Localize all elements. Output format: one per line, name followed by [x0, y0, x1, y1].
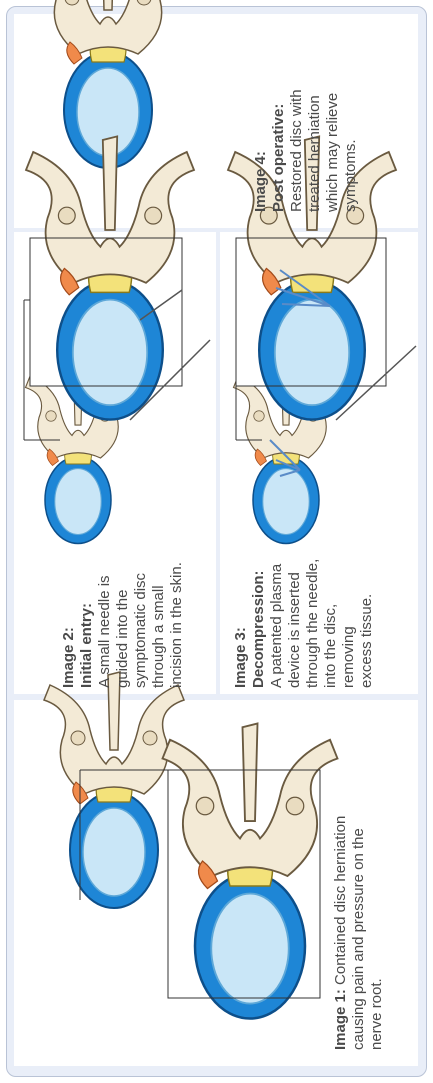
inset-image-2: [26, 136, 194, 419]
caption-3-line-6: excess tissue.: [358, 468, 376, 688]
caption-3-line-1: A patented plasma: [268, 468, 286, 688]
caption-4-line-3: which may relieve: [324, 22, 342, 212]
caption-4-line-1: Restored disc with: [288, 22, 306, 212]
caption-3-line-5: removing: [340, 468, 358, 688]
caption-4-title: Post operative:: [270, 104, 287, 212]
vertebra-image-1-small: [44, 672, 184, 908]
caption-3-title: Decompression:: [250, 570, 267, 688]
caption-3-line-2: device is inserted: [286, 468, 304, 688]
caption-2-line-2: guided into the: [114, 468, 132, 688]
inset-image-1: [163, 724, 338, 1019]
caption-image-2: Image 2: Initial entry: A small needle i…: [60, 468, 186, 688]
caption-2-line-4: through a small: [150, 468, 168, 688]
caption-4-line-4: symptoms.: [342, 22, 360, 212]
caption-1-text: Contained disc herniation: [332, 816, 349, 985]
caption-2-title: Initial entry:: [78, 603, 95, 688]
caption-2-heading: Image 2:: [60, 627, 77, 688]
caption-image-3: Image 3: Decompression: A patented plasm…: [232, 468, 376, 688]
caption-2-line-5: incision in the skin.: [168, 468, 186, 688]
caption-4-line-2: treated herniation: [306, 22, 324, 212]
caption-1-line-2: nerve root.: [368, 720, 386, 1050]
caption-3-heading: Image 3:: [232, 627, 249, 688]
caption-3-line-3: through the needle,: [304, 468, 322, 688]
caption-1-line-1: causing pain and pressure on the: [350, 720, 368, 1050]
caption-2-line-3: symptomatic disc: [132, 468, 150, 688]
caption-4-heading: Image 4:: [252, 151, 269, 212]
caption-3-line-4: into the disc,: [322, 468, 340, 688]
caption-image-4: Image 4: Post operative: Restored disc w…: [252, 22, 360, 212]
caption-1-heading: Image 1:: [332, 989, 349, 1050]
caption-2-line-1: A small needle is: [96, 468, 114, 688]
caption-image-1: Image 1: Contained disc herniation causi…: [332, 720, 386, 1050]
